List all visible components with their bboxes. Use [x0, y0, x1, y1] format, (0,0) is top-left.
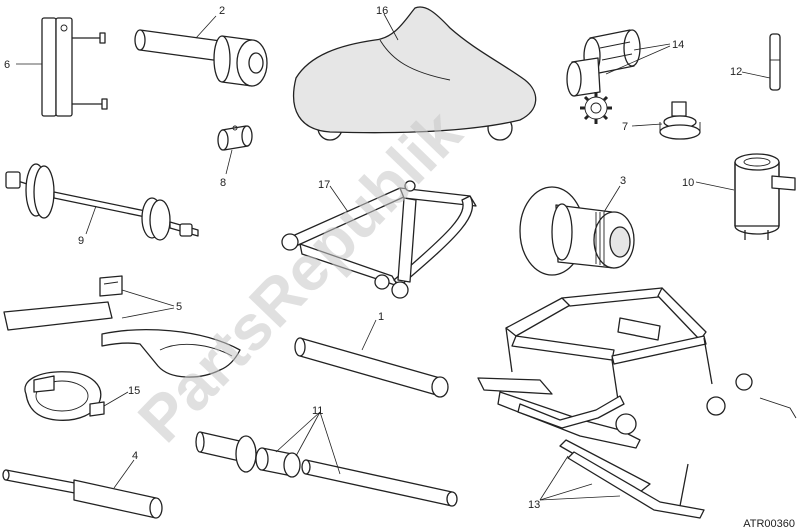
callout-labels: 1 2 3 4 5 6 7 8 9 10 11 12 13 14 15 16 1… [4, 5, 742, 511]
part-17-stand [281, 180, 477, 299]
part-16-cover [292, 6, 537, 141]
part-11-sleeves [195, 431, 458, 507]
callout-17: 17 [318, 179, 330, 191]
part-7-adapter [659, 101, 701, 140]
part-13-jack [477, 287, 797, 519]
callout-7: 7 [622, 121, 628, 133]
callout-14: 14 [672, 39, 684, 51]
callout-9: 9 [78, 235, 84, 247]
part-5-wrench [3, 275, 241, 378]
drawing-code: ATR00360 [743, 518, 795, 530]
part-9-puller [5, 163, 199, 241]
part-14-sleeves [566, 29, 641, 97]
callout-1: 1 [378, 311, 384, 323]
callout-15: 15 [128, 385, 140, 397]
callout-8: 8 [220, 177, 226, 189]
watermark-text: PartsRepublik [124, 96, 475, 456]
callout-16: 16 [376, 5, 388, 17]
part-1-bar [294, 337, 449, 398]
part-3-adapter [519, 186, 635, 276]
part-2-sleeve [134, 29, 268, 87]
part-8-collar [217, 125, 253, 151]
callout-5: 5 [176, 301, 182, 313]
callout-4: 4 [132, 450, 138, 462]
callout-10: 10 [682, 177, 694, 189]
callout-2: 2 [219, 5, 225, 17]
part-10-cylinder [734, 153, 796, 240]
leader-lines [16, 13, 771, 501]
part-6-fixture [41, 17, 108, 117]
gear-icon [580, 92, 612, 124]
callout-13: 13 [528, 499, 540, 511]
part-12-pin [769, 33, 781, 91]
part-4-drift [2, 469, 163, 519]
part-15-ringwrench [24, 371, 105, 421]
callout-12: 12 [730, 66, 742, 78]
callout-11: 11 [312, 405, 323, 417]
callout-6: 6 [4, 59, 10, 71]
callout-3: 3 [620, 175, 626, 187]
